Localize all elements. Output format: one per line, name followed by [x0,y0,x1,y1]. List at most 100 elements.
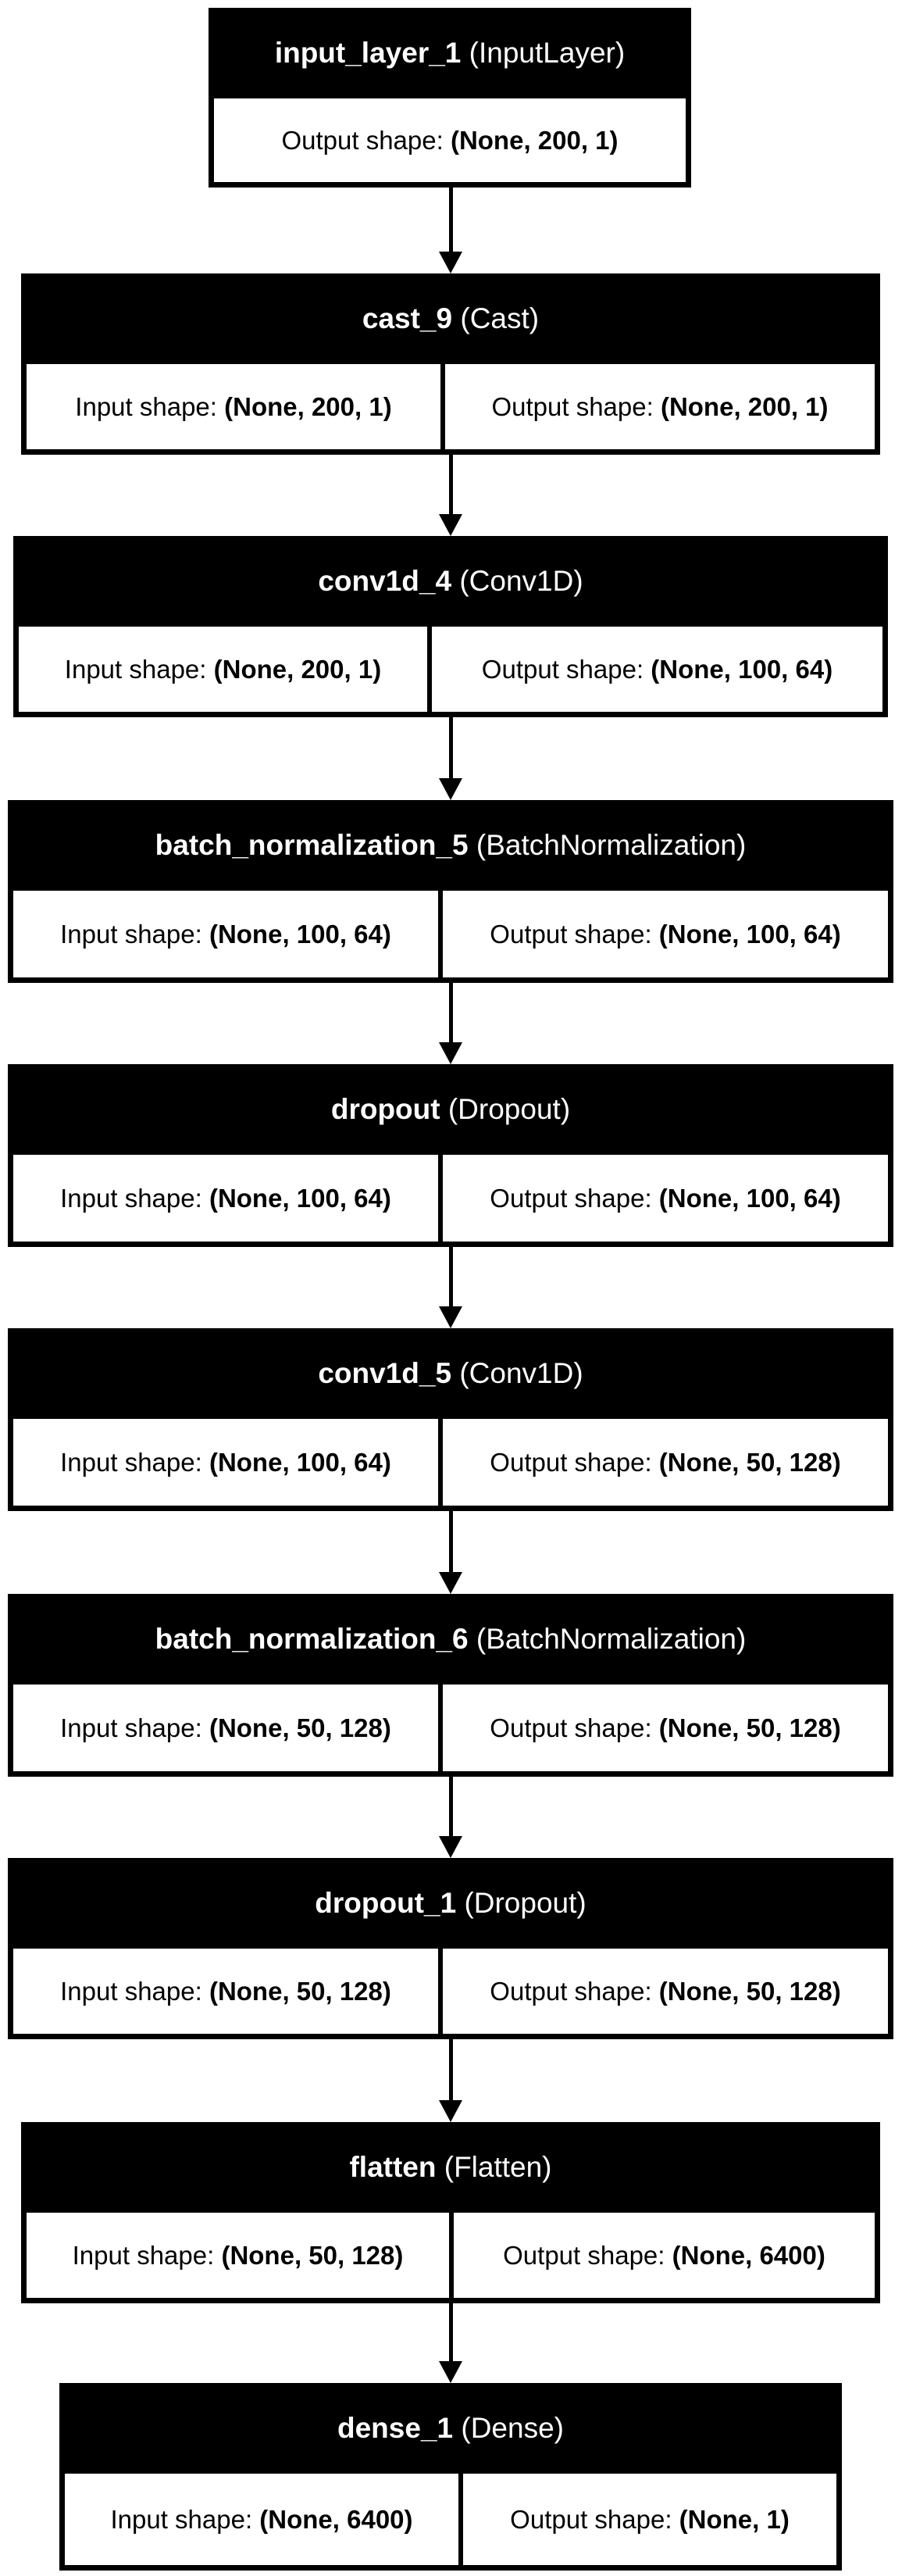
output-shape-label: Output shape: [490,1183,659,1213]
output-shape-cell: Output shape: (None, 50, 128) [443,1949,888,2034]
layer-type: (InputLayer) [469,37,626,69]
input-shape-value: (None, 6400) [259,2504,413,2534]
layer-node: conv1d_5 (Conv1D) Input shape: (None, 100… [8,1328,893,1511]
arrow-head [439,2361,462,2383]
edge-line [449,1511,453,1574]
output-shape-value: (None, 200, 1) [660,391,829,421]
layer-node: flatten (Flatten)Input shape: (None, 50,… [21,2122,880,2303]
input-shape-label: Input shape: [60,1713,209,1742]
edge-line [449,717,453,780]
input-shape-label: Input shape: [64,654,214,684]
output-shape-label: Output shape: [510,2504,679,2534]
input-shape-cell: Input shape: (None, 100, 64) [13,891,438,977]
output-shape-cell: Output shape: (None, 100, 64) [443,891,888,977]
layer-node: dropout_1 (Dropout)Input shape: (None, 5… [8,1858,893,2039]
layer-header: dropout (Dropout) [8,1064,893,1155]
arrow-head [439,2100,462,2122]
input-shape-cell: Input shape: (None, 50, 128) [27,2213,449,2298]
output-shape-label: Output shape: [491,391,661,421]
layer-name: dense_1 [337,2412,454,2444]
layer-name: flatten [349,2151,437,2183]
layer-type: (Dropout) [464,1887,586,1919]
layer-header: batch_normalization_6 (BatchNormalizatio… [8,1594,893,1685]
output-shape-label: Output shape: [281,125,451,155]
output-shape-value: (None, 6400) [672,2240,825,2270]
output-shape-cell: Output shape: (None, 6400) [454,2213,875,2298]
layer-type: (Conv1D) [459,1357,583,1389]
layer-separator [451,565,459,598]
layer-header: input_layer_1 (InputLayer) [209,8,691,98]
input-shape-cell: Input shape: (None, 6400) [65,2474,458,2565]
layer-node: batch_normalization_5 (BatchNormalizatio… [8,800,893,983]
layer-separator [451,1357,459,1390]
arrow-head [439,1042,462,1064]
input-shape-value: (None, 100, 64) [209,1447,391,1477]
input-shape-cell: Input shape: (None, 50, 128) [13,1949,438,2034]
layer-name: dropout [330,1093,440,1125]
layer-type: (Flatten) [444,2151,552,2183]
layer-separator [469,1623,476,1656]
input-shape-label: Input shape: [60,1183,209,1213]
output-shape-value: (None, 50, 128) [658,1447,841,1477]
edge-line [449,1247,453,1308]
output-shape-value: (None, 200, 1) [450,125,619,155]
layer-header: flatten (Flatten) [21,2122,880,2213]
layer-header: batch_normalization_5 (BatchNormalizatio… [8,800,893,891]
layer-separator [469,829,476,862]
layer-separator [440,1093,448,1126]
layer-node: cast_9 (Cast) Input shape: (None, 200, 1)… [21,273,880,455]
layer-name: batch_normalization_5 [155,829,469,861]
arrow-head [439,514,462,536]
layer-name: input_layer_1 [274,37,462,69]
input-shape-cell: Input shape: (None, 200, 1) [19,627,427,712]
layer-header: dense_1 (Dense) [59,2383,842,2474]
output-shape-value: (None, 100, 64) [651,654,833,684]
layer-separator [452,302,460,335]
layer-type: (BatchNormalization) [476,1623,747,1655]
layer-header: dropout_1 (Dropout) [8,1858,893,1949]
output-shape-cell: Output shape: (None, 100, 64) [443,1155,888,1242]
output-shape-cell: Output shape: (None, 100, 64) [432,627,882,712]
input-shape-value: (None, 50, 128) [209,1976,391,2006]
output-shape-cell: Output shape: (None, 200, 1) [214,98,686,182]
layer-name: dropout_1 [315,1887,457,1919]
input-shape-value: (None, 200, 1) [213,654,382,684]
layer-type: (Cast) [460,302,540,334]
output-shape-value: (None, 100, 64) [658,1183,841,1213]
output-shape-value: (None, 50, 128) [658,1976,841,2006]
input-shape-cell: Input shape: (None, 200, 1) [27,364,440,449]
input-shape-label: Input shape: [110,2504,260,2534]
layer-type: (Dropout) [447,1093,571,1125]
input-shape-value: (None, 200, 1) [224,391,392,421]
arrow-head [439,1836,462,1858]
output-shape-cell: Output shape: (None, 50, 128) [443,1685,888,1771]
input-shape-value: (None, 100, 64) [209,919,391,949]
layer-type: (Dense) [461,2412,564,2444]
output-shape-value: (None, 1) [679,2504,790,2534]
output-shape-label: Output shape: [490,1713,659,1742]
layer-header: conv1d_4 (Conv1D) [13,536,888,627]
layer-type: (BatchNormalization) [476,829,747,861]
output-shape-label: Output shape: [490,919,659,949]
layer-separator [456,1887,464,1920]
input-shape-label: Input shape: [60,1976,209,2006]
input-shape-label: Input shape: [60,919,209,949]
output-shape-cell: Output shape: (None, 1) [463,2474,836,2565]
output-shape-value: (None, 50, 128) [658,1713,841,1742]
edge-line [449,455,453,516]
layer-separator [436,2151,444,2184]
layer-node: dropout (Dropout) Input shape: (None, 100… [8,1064,893,1247]
edge-line [449,1777,453,1838]
output-shape-cell: Output shape: (None, 50, 128) [443,1419,888,1506]
output-shape-label: Output shape: [481,654,651,684]
input-shape-label: Input shape: [60,1447,209,1477]
output-shape-label: Output shape: [490,1447,659,1477]
arrow-head [439,1306,462,1328]
layer-name: cast_9 [362,302,453,334]
input-shape-cell: Input shape: (None, 50, 128) [13,1685,438,1771]
arrow-head [439,778,462,800]
layer-header: conv1d_5 (Conv1D) [8,1328,893,1419]
input-shape-label: Input shape: [72,2240,222,2270]
output-shape-label: Output shape: [490,1976,659,2006]
